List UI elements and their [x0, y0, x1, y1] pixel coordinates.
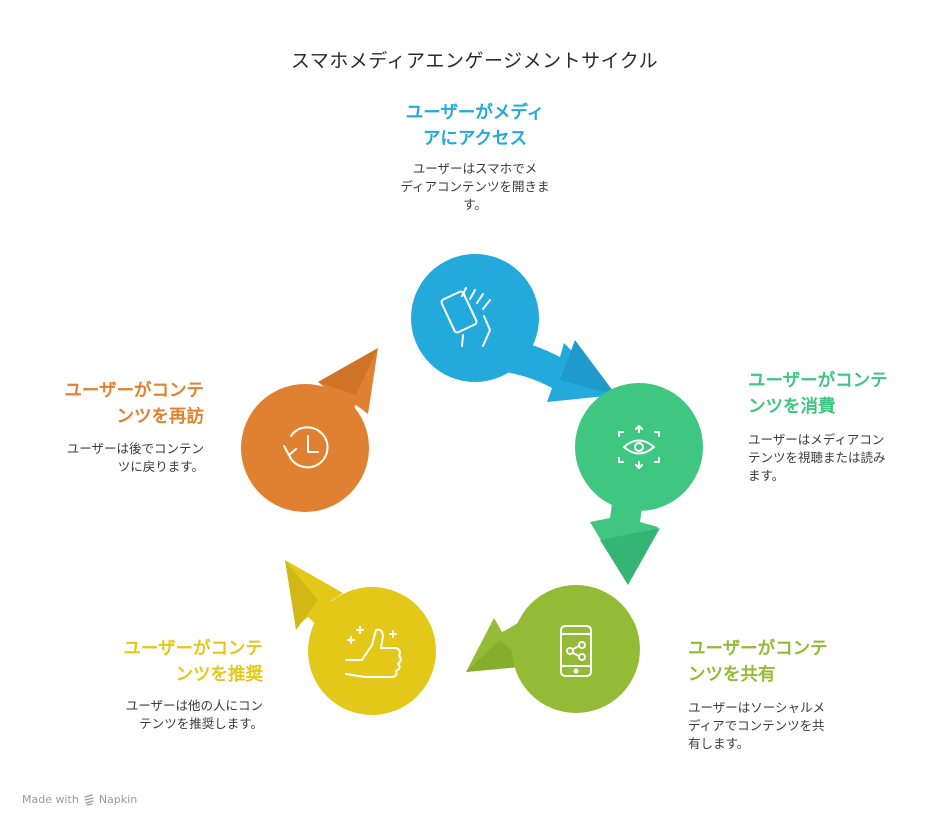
made-with-label: Made with — [22, 793, 79, 806]
access-description: ユーザーはスマホでメ ディアコンテンツを開きま す。 — [400, 161, 550, 212]
step-consume-circle — [575, 383, 703, 511]
history-clock-icon — [283, 426, 329, 469]
hand-holding-phone-icon — [440, 287, 491, 347]
revisit-description: ユーザーは後でコンテン ツに戻ります。 — [66, 441, 204, 474]
consume-heading: ユーザーがコンテ ンツを消費 — [748, 371, 888, 417]
arrow-tip-recommend — [285, 560, 318, 630]
napkin-logo-icon — [84, 793, 94, 806]
thumbs-up-icon — [345, 626, 402, 678]
step-recommend-circle — [308, 587, 436, 715]
arrow-tip-consume — [600, 528, 660, 585]
revisit-heading: ユーザーがコンテ ンツを再訪 — [64, 381, 204, 427]
diagram-title: スマホメディアエンゲージメントサイクル — [290, 50, 659, 72]
made-with-footer: Made with Napkin — [22, 793, 137, 806]
share-heading: ユーザーがコンテ ンツを共有 — [688, 639, 828, 685]
arrow-tip-revisit — [318, 348, 378, 395]
phone-share-icon — [560, 625, 592, 677]
share-description: ユーザーはソーシャルメ ディアでコンテンツを共 有します。 — [688, 700, 826, 751]
eye-icon — [618, 425, 660, 469]
consume-description: ユーザーはメディアコン テンツを視聴または読み ます。 — [748, 432, 886, 483]
access-heading: ユーザーがメディ アにアクセス — [405, 103, 545, 149]
step-share-circle — [512, 585, 640, 713]
recommend-heading: ユーザーがコンテ ンツを推奨 — [123, 639, 263, 685]
step-revisit-circle — [241, 384, 369, 512]
recommend-description: ユーザーは他の人にコン テンツを推奨します。 — [125, 698, 263, 731]
napkin-brand: Napkin — [98, 793, 138, 806]
arrow-tip-access — [560, 340, 616, 395]
